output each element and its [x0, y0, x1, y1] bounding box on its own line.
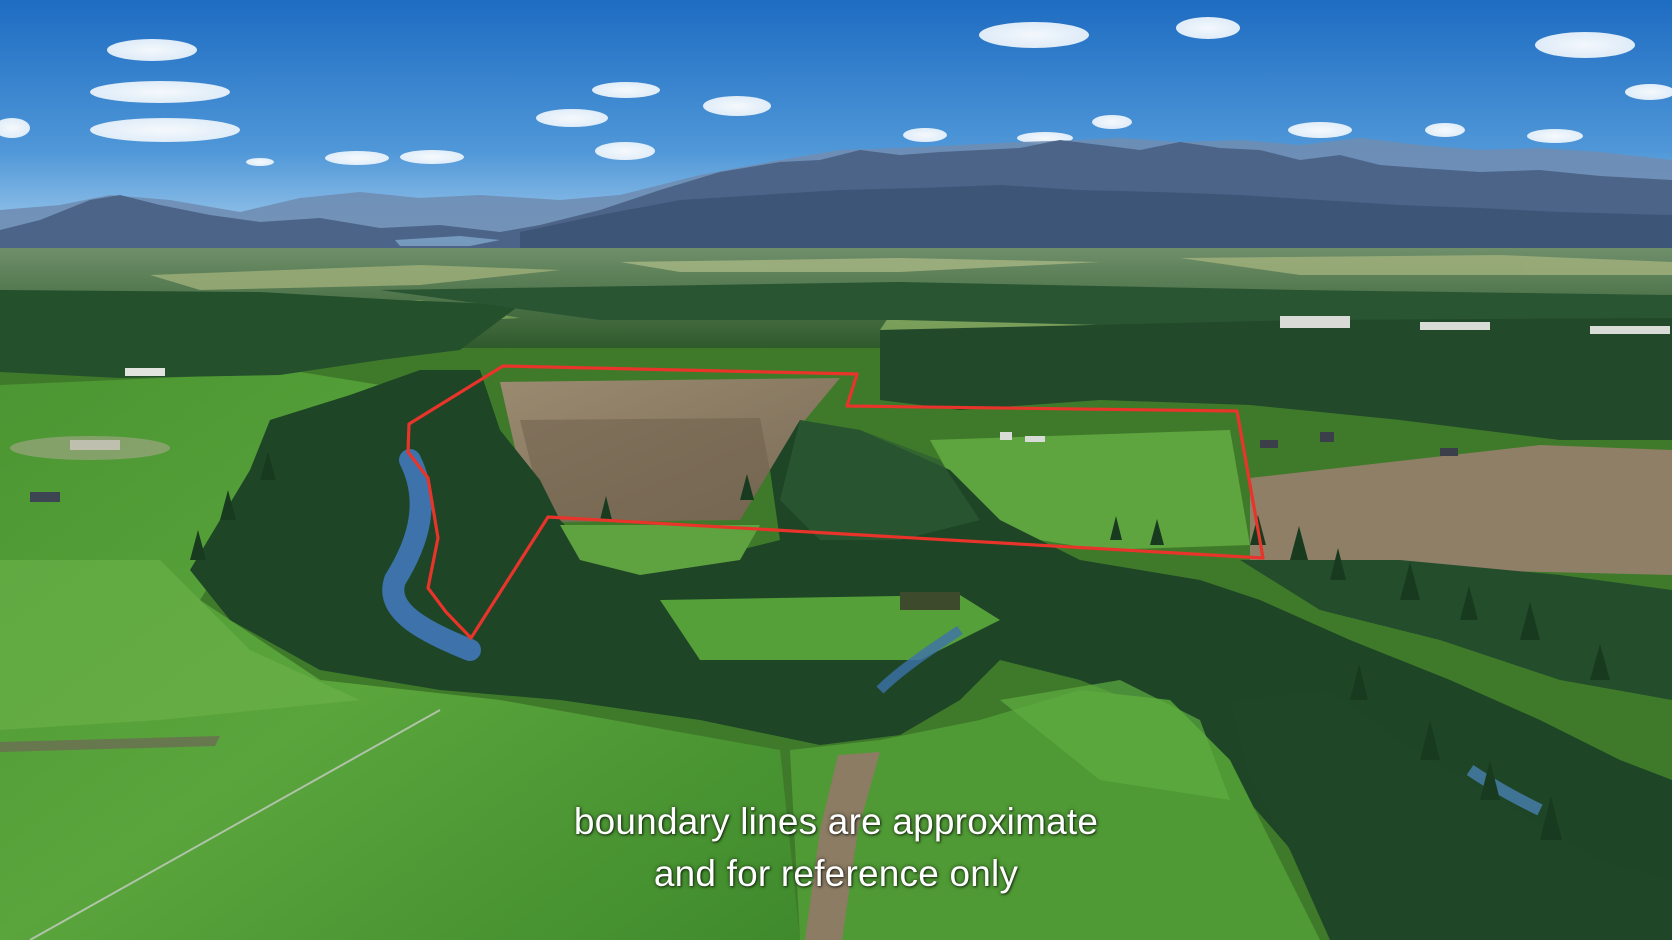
- buildings-right: [1000, 316, 1670, 456]
- pasture-right: [930, 430, 1250, 550]
- disclaimer-caption: boundary lines are approximate and for r…: [0, 796, 1672, 900]
- property-boundary-line: [406, 364, 1265, 640]
- forest-central-highlight: [780, 420, 980, 540]
- caption-line-1: boundary lines are approximate: [573, 801, 1099, 842]
- pond: [900, 592, 960, 610]
- plowed-field-right: [1250, 445, 1672, 585]
- river: [382, 449, 481, 661]
- field-track: [0, 736, 220, 752]
- forest-clearing: [560, 525, 760, 575]
- clouds: [0, 17, 1672, 166]
- mountain-shadow: [520, 185, 1672, 258]
- forest-right-slope: [1240, 560, 1672, 700]
- left-field: [0, 372, 800, 940]
- distant-lake: [395, 236, 500, 246]
- plowed-field-shadow: [520, 418, 770, 522]
- river-lower: [876, 625, 963, 694]
- dirt-track: [805, 752, 880, 940]
- river-right: [1466, 765, 1543, 816]
- buildings-left: [10, 368, 170, 502]
- forest-bottom-right: [1230, 690, 1672, 940]
- bottom-field-crest: [1000, 680, 1230, 800]
- irrigation-line: [29, 709, 441, 940]
- caption-line-2: and for reference only: [653, 853, 1019, 894]
- forest-right: [880, 318, 1672, 440]
- forest-upper-left: [0, 290, 520, 378]
- left-field-light: [0, 560, 360, 730]
- clearing-lower: [660, 595, 1000, 660]
